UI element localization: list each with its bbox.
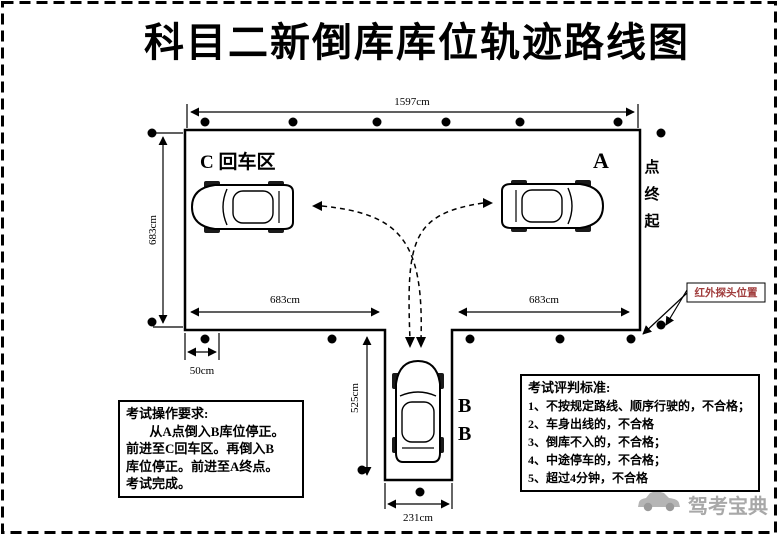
trajectory-arrowhead-bay-2	[405, 337, 415, 348]
sensor-dot	[465, 334, 475, 344]
sensor-dot	[555, 334, 565, 344]
zone-c-label: C 回车区	[200, 150, 275, 173]
dimension-bottom-right: 683cm	[458, 294, 630, 317]
sensor-dot	[372, 117, 382, 127]
watermark: 驾考宝典	[638, 491, 768, 518]
start-end-char: 起	[643, 213, 660, 230]
trajectory-left	[321, 205, 422, 341]
page-title: 科目二新倒库库位轨迹路线图	[144, 20, 690, 65]
requirements-box: 考试操作要求: 从A点倒入B库位停正。 前进至C回车区。再倒入B 库位停正。前进…	[118, 400, 304, 498]
point-b-label-1: B	[458, 395, 471, 417]
sensor-dot	[515, 117, 525, 127]
dimension-top-width: 1597cm	[186, 96, 639, 128]
sensor-dot	[147, 128, 157, 138]
dimension-bottom-left: 683cm	[190, 294, 380, 317]
sensor-dot	[656, 128, 666, 138]
sensor-dot	[327, 334, 337, 344]
dimension-bay-width: 231cm	[384, 483, 453, 524]
dimension-bay-depth-label: 525cm	[349, 383, 361, 413]
point-b-label-2: B	[458, 423, 471, 445]
car-left	[191, 180, 294, 234]
requirements-line: 从A点倒入B库位停正。	[149, 423, 285, 439]
dimension-bottom-right-label: 683cm	[529, 294, 559, 306]
dimension-left-height-label: 683cm	[147, 215, 159, 245]
start-end-point-label: 点 终 起	[643, 159, 660, 230]
requirements-line: 前进至C回车区。再倒入B	[126, 441, 275, 456]
watermark-brand: 驾考宝典	[688, 494, 768, 518]
sensor-dot	[200, 117, 210, 127]
sensor-dot	[415, 487, 425, 497]
trajectory-paths	[312, 198, 493, 348]
requirements-line: 考试完成。	[126, 476, 192, 491]
point-a-label: A	[593, 148, 609, 173]
criteria-item: 2、车身出线的，不合格	[528, 417, 655, 431]
dimension-bay-width-label: 231cm	[403, 512, 433, 524]
start-end-char: 终	[644, 185, 660, 203]
dimension-left-height: 683cm	[147, 132, 183, 328]
watermark-car-icon	[638, 491, 680, 512]
criteria-title: 考试评判标准:	[528, 380, 611, 395]
dimension-top-width-label: 1597cm	[394, 96, 430, 108]
start-end-char: 点	[644, 159, 659, 176]
trajectory-arrowhead-left	[312, 201, 322, 211]
track-outline	[183, 128, 642, 482]
dimension-sensor-offset: 50cm	[184, 333, 220, 377]
dimension-sensor-offset-label: 50cm	[190, 365, 215, 377]
criteria-item: 4、中途停车的，不合格；	[528, 453, 667, 467]
trajectory-arrowhead-right	[483, 198, 493, 208]
infrared-callout: 红外探头位置	[642, 282, 766, 335]
dimension-bay-depth: 525cm	[349, 336, 372, 476]
requirements-line: 库位停正。前进至A终点。	[126, 458, 279, 474]
sensor-dot	[626, 334, 636, 344]
trajectory-right	[408, 202, 484, 341]
sensor-dot	[656, 320, 666, 330]
criteria-item: 3、倒库不入的，不合格；	[528, 435, 667, 449]
sensor-dot	[147, 317, 157, 327]
criteria-item: 5、超过4分钟，不合格	[528, 471, 649, 485]
dimension-bottom-left-label: 683cm	[270, 294, 300, 306]
requirements-title: 考试操作要求:	[126, 406, 209, 421]
sensor-dots	[147, 117, 666, 497]
car-in-bay	[391, 360, 445, 463]
car-right	[501, 179, 604, 233]
infrared-callout-label: 红外探头位置	[695, 286, 758, 299]
sensor-dot	[357, 465, 367, 475]
infrared-callout-box	[686, 282, 766, 303]
trajectory-arrowhead-bay-1	[416, 337, 426, 348]
sensor-dot	[613, 117, 623, 127]
sensor-dot	[288, 117, 298, 127]
sensor-dot	[200, 334, 210, 344]
sensor-dot	[441, 117, 451, 127]
criteria-item: 1、不按规定路线、顺序行驶的，不合格；	[528, 399, 751, 413]
criteria-box: 考试评判标准: 1、不按规定路线、顺序行驶的，不合格； 2、车身出线的，不合格 …	[520, 374, 760, 492]
